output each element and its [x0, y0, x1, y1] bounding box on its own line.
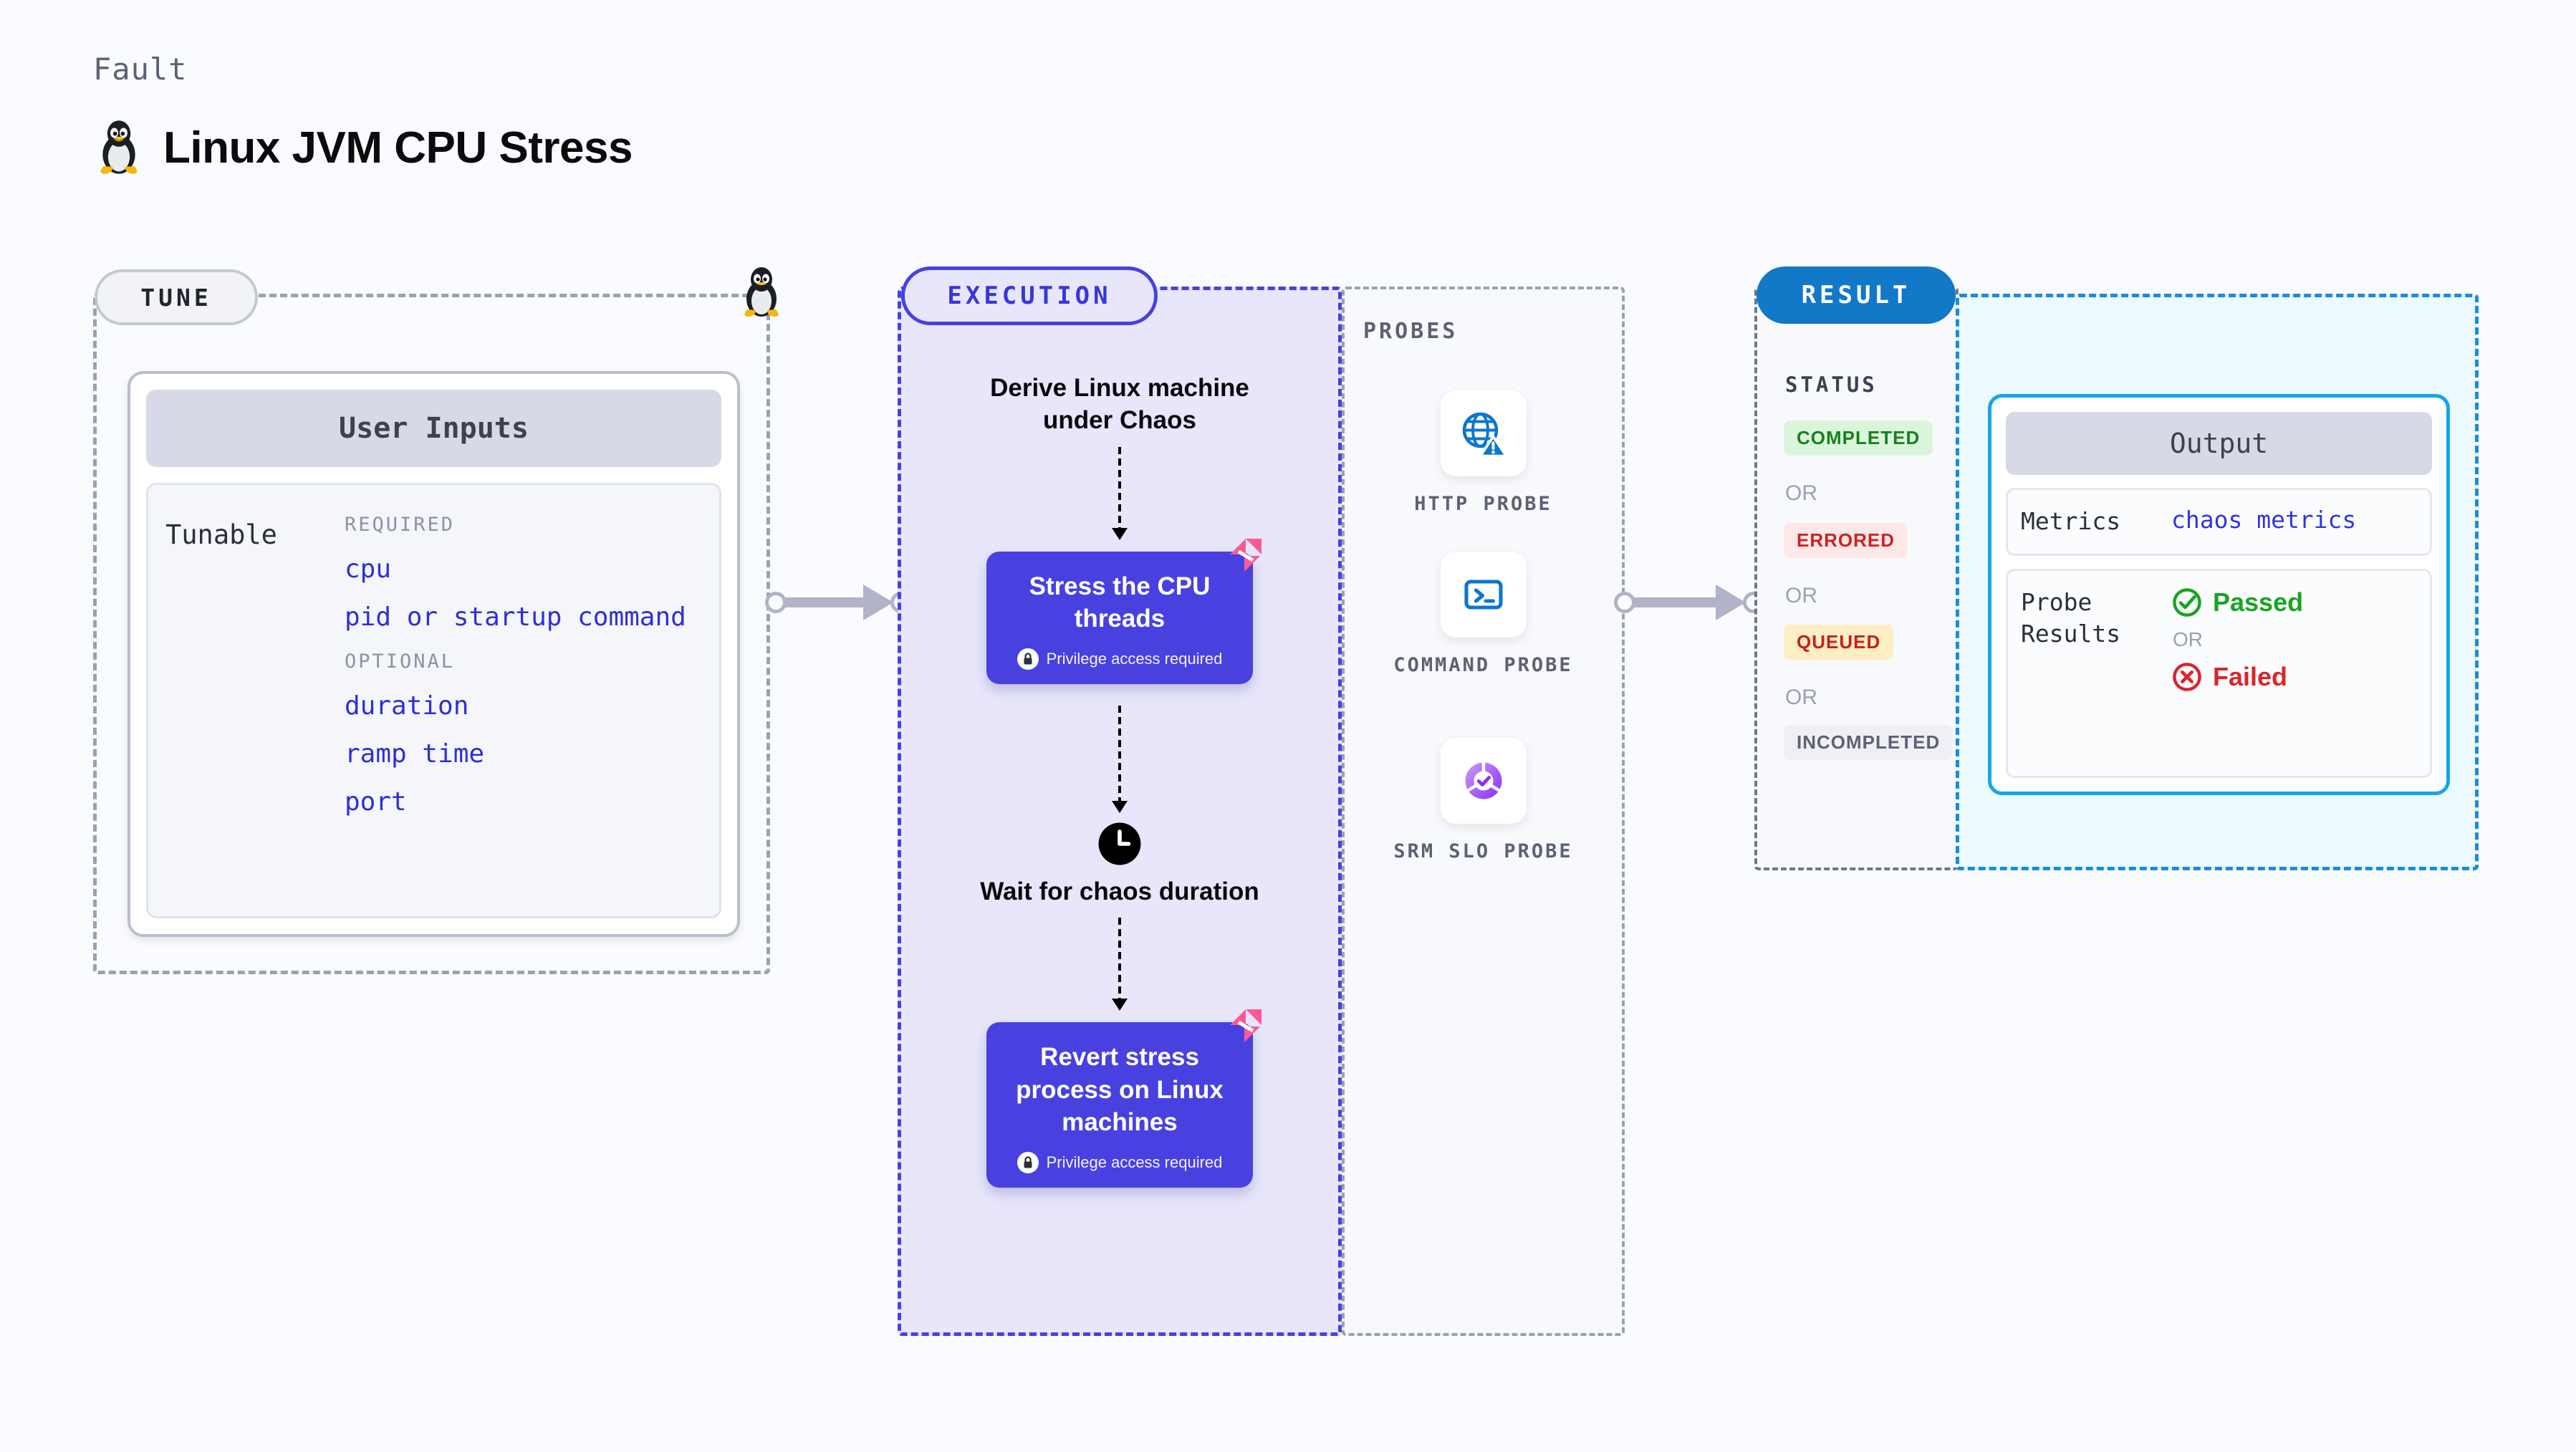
status-or-3: OR	[1785, 686, 1817, 709]
flow-arrow-2	[1112, 705, 1128, 813]
status-badge-errored: ERRORED	[1784, 523, 1908, 558]
lock-icon	[1017, 1151, 1039, 1173]
harness-logo-icon	[1230, 538, 1261, 572]
group-heading-optional: OPTIONAL	[345, 650, 456, 673]
probe-tile	[1440, 738, 1527, 824]
result-badge[interactable]: RESULT	[1756, 266, 1956, 324]
probe-result-or: OR	[2173, 628, 2203, 650]
probes-label: PROBES	[1363, 319, 1458, 344]
execution-card-revert-stress[interactable]: Revert stress process on Linux machines …	[986, 1009, 1261, 1188]
probe-results-values: Passed OR Failed	[2171, 587, 2303, 760]
status-or-1: OR	[1785, 481, 1817, 505]
tunable-section: Tunable REQUIRED cpu pid or startup comm…	[146, 483, 721, 918]
tune-badge[interactable]: TUNE	[95, 269, 258, 325]
execution-card-title: Revert stress process on Linux machines	[1016, 1043, 1224, 1137]
connector-execution-to-result	[1614, 585, 1764, 620]
tunable-item-pid[interactable]: pid or startup command	[345, 602, 686, 632]
privilege-note-text: Privilege access required	[1046, 649, 1223, 668]
tunable-item-ramp-time[interactable]: ramp time	[345, 739, 485, 769]
user-inputs-title: User Inputs	[146, 390, 721, 467]
x-circle-icon	[2173, 662, 2201, 691]
probe-result-failed-label: Failed	[2213, 661, 2288, 691]
probe-srm-slo[interactable]: SRM SLO PROBE	[1342, 738, 1625, 865]
flow-arrow-3	[1112, 918, 1128, 1011]
probe-tile	[1440, 390, 1527, 476]
execution-badge[interactable]: EXECUTION	[901, 266, 1158, 325]
privilege-note: Privilege access required	[999, 1151, 1240, 1173]
probe-label: COMMAND PROBE	[1393, 654, 1573, 676]
probe-command[interactable]: COMMAND PROBE	[1342, 552, 1625, 679]
status-badge-queued: QUEUED	[1784, 625, 1894, 660]
harness-logo-icon	[1230, 1009, 1261, 1043]
probe-http[interactable]: HTTP PROBE	[1342, 390, 1625, 518]
tunable-list: REQUIRED cpu pid or startup command OPTI…	[345, 506, 708, 916]
status-badge-completed: COMPLETED	[1784, 420, 1933, 456]
tunable-item-port[interactable]: port	[345, 787, 407, 817]
tune-region	[93, 294, 770, 974]
probe-label: HTTP PROBE	[1414, 493, 1552, 515]
metrics-value[interactable]: chaos metrics	[2171, 506, 2357, 534]
status-or-2: OR	[1785, 584, 1817, 607]
execution-step-wait: Wait for chaos duration	[980, 877, 1259, 905]
tunable-label: Tunable	[165, 519, 277, 550]
output-card-title: Output	[2006, 412, 2432, 475]
tunable-item-cpu[interactable]: cpu	[345, 554, 392, 584]
slo-donut-check-icon	[1465, 762, 1501, 799]
page-kicker: Fault	[93, 52, 188, 87]
page-title-row: Linux JVM CPU Stress	[93, 118, 633, 177]
flow-arrow-1	[1112, 446, 1128, 540]
probe-result-failed: Failed	[2171, 661, 2303, 693]
output-card: Output Metrics chaos metrics Probe Resul…	[1988, 394, 2450, 795]
clock-icon	[1098, 822, 1141, 865]
status-badge-incompleted: INCOMPLETED	[1784, 725, 1953, 760]
probe-results-key: Probe Results	[2021, 587, 2121, 648]
tunable-item-duration[interactable]: duration	[345, 691, 469, 721]
metrics-key: Metrics	[2021, 507, 2121, 535]
check-circle-icon	[2173, 587, 2201, 617]
page-title: Linux JVM CPU Stress	[163, 122, 633, 173]
probe-tile	[1440, 552, 1527, 638]
privilege-note-text: Privilege access required	[1046, 1153, 1223, 1171]
execution-step-derive: Derive Linux machine under Chaos	[990, 374, 1249, 434]
probe-result-passed: Passed	[2171, 587, 2303, 618]
terminal-icon	[1464, 580, 1503, 610]
execution-card-title: Stress the CPU threads	[1029, 572, 1211, 633]
tux-penguin-perch-icon	[744, 267, 779, 317]
lock-icon	[1017, 648, 1039, 670]
tux-penguin-icon	[100, 120, 138, 174]
connector-tune-to-execution	[765, 585, 912, 620]
group-heading-required: REQUIRED	[345, 514, 456, 536]
probe-result-passed-label: Passed	[2213, 587, 2304, 617]
privilege-note: Privilege access required	[999, 648, 1240, 670]
output-row-metrics: Metrics chaos metrics	[2006, 488, 2432, 556]
globe-warning-icon	[1462, 412, 1507, 458]
probe-label: SRM SLO PROBE	[1393, 840, 1573, 862]
user-inputs-card: User Inputs Tunable REQUIRED cpu pid or …	[128, 371, 740, 937]
execution-flow: Derive Linux machine under Chaos Stress …	[898, 372, 1342, 1188]
status-label: STATUS	[1785, 372, 1878, 397]
output-row-probe-results: Probe Results Passed OR Failed	[2006, 568, 2432, 778]
execution-card-stress-cpu[interactable]: Stress the CPU threads Privilege access …	[986, 538, 1261, 684]
